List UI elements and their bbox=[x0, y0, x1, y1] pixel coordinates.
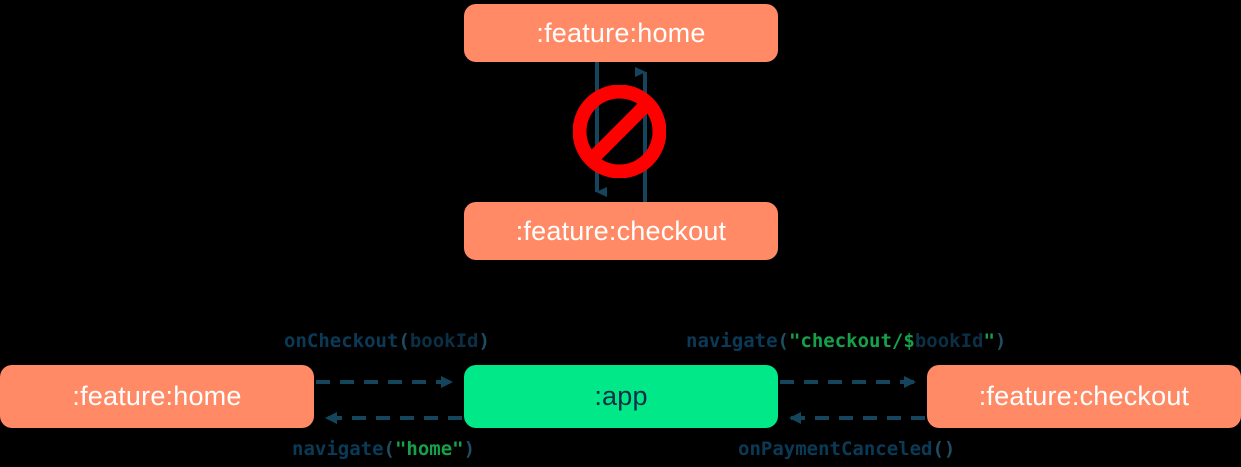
code-token-punct: ) bbox=[463, 438, 476, 460]
module-node-feature-checkout-bottom[interactable]: :feature:checkout bbox=[927, 365, 1241, 428]
edge-label-on-checkout: onCheckout(bookId) bbox=[284, 332, 490, 351]
code-token-var: bookId bbox=[409, 330, 479, 352]
code-token-punct: () bbox=[932, 438, 956, 460]
module-node-label: :feature:checkout bbox=[515, 215, 727, 246]
module-node-feature-checkout-top[interactable]: :feature:checkout bbox=[464, 202, 778, 260]
code-token-fn: navigate bbox=[292, 438, 384, 460]
code-token-punct: ( bbox=[777, 330, 789, 352]
code-token-punct: ( bbox=[398, 330, 410, 352]
code-token-fn: onCheckout bbox=[284, 330, 399, 352]
forbidden-icon bbox=[573, 85, 666, 178]
code-token-str: "home" bbox=[394, 438, 464, 460]
code-token-punct: ) bbox=[994, 330, 1007, 352]
code-token-str: "checkout/ bbox=[788, 330, 904, 352]
code-token-fn: onPaymentCanceled bbox=[738, 438, 933, 460]
module-node-label: :feature:home bbox=[536, 17, 706, 48]
code-token-str: $ bbox=[903, 330, 915, 352]
code-token-str: " bbox=[983, 330, 995, 352]
edge-label-on-payment-canceled: onPaymentCanceled() bbox=[738, 440, 955, 459]
module-node-label: :feature:checkout bbox=[978, 381, 1190, 411]
edge-label-navigate-home: navigate("home") bbox=[292, 440, 475, 459]
module-node-feature-home-bottom[interactable]: :feature:home bbox=[0, 365, 314, 428]
code-token-punct: ) bbox=[478, 330, 490, 352]
module-node-feature-home-top[interactable]: :feature:home bbox=[464, 4, 778, 62]
code-token-var: bookId bbox=[914, 330, 984, 352]
code-token-fn: navigate bbox=[686, 330, 778, 352]
code-token-punct: ( bbox=[383, 438, 395, 460]
edge-label-navigate-checkout: navigate("checkout/$bookId") bbox=[686, 332, 1006, 351]
module-node-app[interactable]: :app bbox=[464, 365, 778, 428]
module-node-label: :feature:home bbox=[72, 381, 242, 411]
module-node-label: :app bbox=[594, 381, 648, 411]
